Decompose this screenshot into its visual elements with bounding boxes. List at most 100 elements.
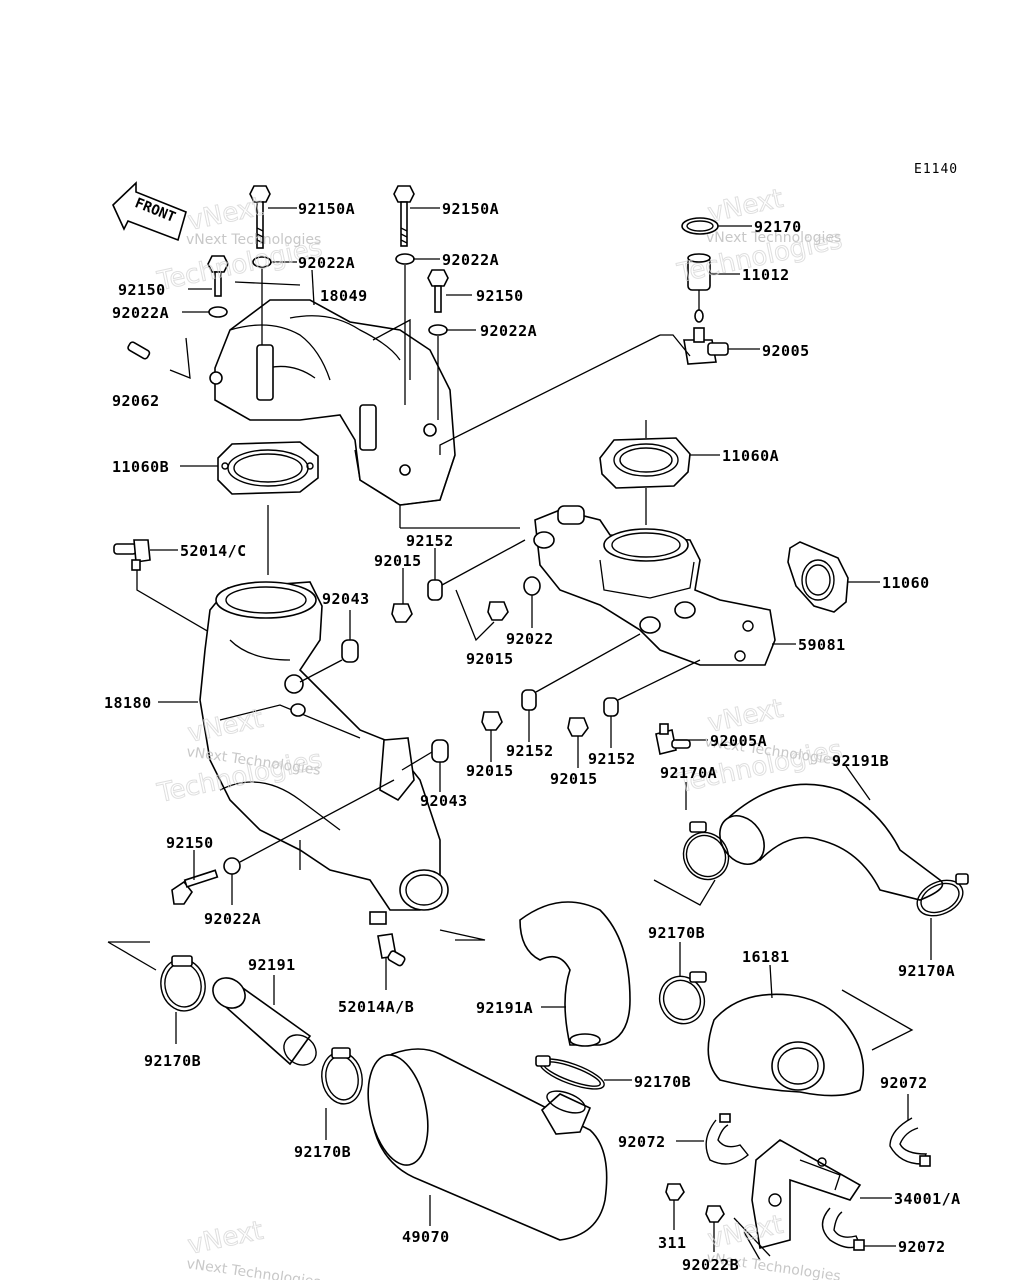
bracket-34001A <box>751 1139 862 1249</box>
front-arrow-icon: FRONT <box>112 181 187 242</box>
part-label-18180: 18180 <box>104 694 152 712</box>
part-label-34001A: 34001/A <box>894 1190 961 1208</box>
part-label-92022: 92022 <box>506 630 554 648</box>
part-label-92191B: 92191B <box>832 752 889 770</box>
part-label-92015: 92015 <box>550 770 598 788</box>
muffler-49070 <box>367 1048 608 1241</box>
part-label-311: 311 <box>658 1234 687 1252</box>
spacer-92043-2 <box>431 739 449 763</box>
nut-92015-1 <box>391 603 413 623</box>
clamp-92170B-right <box>658 971 707 1025</box>
part-label-52014C: 52014/C <box>180 542 247 560</box>
part-label-16181: 16181 <box>742 948 790 966</box>
part-label-92170: 92170 <box>754 218 802 236</box>
washer-92022A-5 <box>223 857 241 875</box>
part-label-92022A: 92022A <box>204 910 261 928</box>
washer-92022B <box>705 1205 725 1223</box>
part-label-92072: 92072 <box>880 1074 928 1092</box>
nut-311 <box>665 1183 685 1201</box>
part-label-11060: 11060 <box>882 574 930 592</box>
band-92072-mid <box>705 1113 749 1165</box>
fitting-52014C <box>113 539 151 571</box>
gasket-11060 <box>787 541 849 613</box>
part-label-92062: 92062 <box>112 392 160 410</box>
part-label-11060B: 11060B <box>112 458 169 476</box>
hose-92191A <box>519 901 631 1047</box>
band-92072-right <box>889 1117 931 1167</box>
part-label-92022B: 92022B <box>682 1256 739 1274</box>
spacer-92152-3 <box>603 697 619 717</box>
bolt-92150-lower <box>171 869 219 905</box>
svg-text:vNext: vNext <box>185 1216 266 1261</box>
washer-92022 <box>523 576 541 596</box>
bolt-92150-left <box>207 255 229 297</box>
exhaust-pipe-18180 <box>199 581 449 925</box>
part-label-92015: 92015 <box>374 552 422 570</box>
part-label-92150: 92150 <box>476 287 524 305</box>
part-label-92015: 92015 <box>466 762 514 780</box>
clamp-92170A-upper <box>682 821 730 881</box>
part-label-92150: 92150 <box>166 834 214 852</box>
part-label-92150A: 92150A <box>442 200 499 218</box>
part-label-92072: 92072 <box>618 1133 666 1151</box>
part-labels: 92150A 92150A 92022A 92022A 92150 18049 … <box>104 200 961 1274</box>
spacer-92043-1 <box>341 639 359 663</box>
exhaust-elbow-59081 <box>533 505 776 666</box>
part-label-92022A: 92022A <box>480 322 537 340</box>
part-label-52014AB: 52014A/B <box>338 998 414 1016</box>
part-label-92191A: 92191A <box>476 999 533 1017</box>
part-label-49070: 49070 <box>402 1228 450 1246</box>
fitting-92005 <box>683 327 729 365</box>
part-label-92191: 92191 <box>248 956 296 974</box>
part-label-92170A: 92170A <box>898 962 955 980</box>
part-label-92170B: 92170B <box>634 1073 691 1091</box>
part-label-92170B: 92170B <box>144 1052 201 1070</box>
part-label-92150A: 92150A <box>298 200 355 218</box>
washer-92022A-4 <box>428 324 448 336</box>
part-label-92152: 92152 <box>588 750 636 768</box>
part-label-92170B: 92170B <box>648 924 705 942</box>
clamp-92170B-muffler <box>535 1055 605 1090</box>
nut-92015-3 <box>481 711 503 731</box>
hose-92191B <box>719 783 944 901</box>
clamp-92170A-lower <box>916 873 969 917</box>
part-label-92015: 92015 <box>466 650 514 668</box>
exhaust-manifold-18049 <box>209 299 456 506</box>
part-label-11012: 11012 <box>742 266 790 284</box>
gasket-11060B <box>217 441 319 495</box>
nut-92015-4 <box>567 717 589 737</box>
part-label-92170A: 92170A <box>660 764 717 782</box>
nut-92015-2 <box>487 601 509 621</box>
part-label-92043: 92043 <box>420 792 468 810</box>
part-label-18049: 18049 <box>320 287 368 305</box>
bolt-92150A-left <box>249 185 271 249</box>
clamp-92170B-mid <box>321 1047 363 1105</box>
band-92072-bottom <box>821 1207 865 1251</box>
part-label-92152: 92152 <box>406 532 454 550</box>
stud-92062 <box>127 341 151 360</box>
spacer-92152-2 <box>521 689 537 711</box>
part-label-59081: 59081 <box>798 636 846 654</box>
bolt-92150A-right <box>393 185 415 247</box>
diagram-code: E1140 <box>914 162 958 177</box>
clamp-92005A-fitting <box>655 723 691 755</box>
svg-text:vNext: vNext <box>185 192 266 237</box>
part-label-92005: 92005 <box>762 342 810 360</box>
sensor-11012 <box>687 253 711 323</box>
joint-16181 <box>707 993 865 1097</box>
svg-text:vNext Technologies: vNext Technologies <box>186 232 321 248</box>
part-label-92022A: 92022A <box>112 304 169 322</box>
hose-92191 <box>212 977 317 1066</box>
bolt-92150-right <box>427 269 449 313</box>
fitting-52014AB <box>377 933 406 967</box>
svg-text:vNext Technologies: vNext Technologies <box>185 1256 321 1280</box>
part-label-92043: 92043 <box>322 590 370 608</box>
part-label-92152: 92152 <box>506 742 554 760</box>
part-label-92170B: 92170B <box>294 1143 351 1161</box>
part-label-92022A: 92022A <box>298 254 355 272</box>
part-label-92005A: 92005A <box>710 732 767 750</box>
part-label-92022A: 92022A <box>442 251 499 269</box>
part-label-11060A: 11060A <box>722 447 779 465</box>
part-label-92150: 92150 <box>118 281 166 299</box>
part-label-92072: 92072 <box>898 1238 946 1256</box>
